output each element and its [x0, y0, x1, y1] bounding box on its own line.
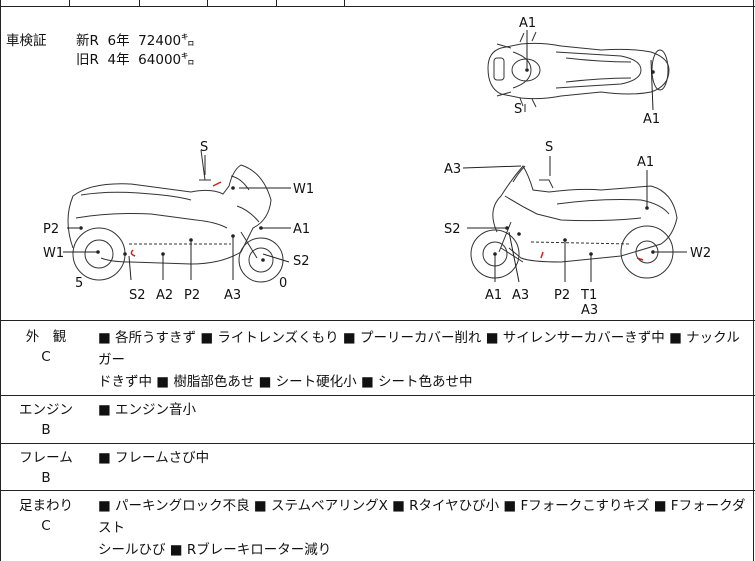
registration-row-new: 新R 6年 72400㌔ — [76, 29, 195, 49]
category-grade: B — [41, 422, 51, 438]
diagram-label: W1 — [43, 246, 64, 261]
diagram-label: A1 — [519, 16, 536, 31]
category-label: 足まわり — [19, 498, 73, 514]
section-exterior-category: 外 観 C — [1, 327, 91, 367]
section-frame-notes: ■ フレームさび中 — [98, 447, 748, 469]
registration-type: 新R — [76, 33, 99, 49]
diagram-label: S2 — [129, 288, 146, 303]
diagram-label: A1 — [485, 288, 502, 303]
notes-line: ドきず中 ■ 樹脂部色あせ ■ シート硬化小 ■ シート色あせ中 — [98, 374, 473, 390]
diagram-label: S2 — [293, 254, 310, 269]
top-cell-divider — [276, 0, 277, 6]
section-frame-category: フレーム B — [1, 448, 91, 488]
category-grade: C — [41, 518, 51, 534]
diagram-label: A3 — [581, 303, 598, 318]
scooter-right-view — [470, 165, 678, 279]
diagram-label: W2 — [690, 246, 711, 261]
notes-line: ■ フレームさび中 — [98, 450, 210, 466]
section-engine-notes: ■ エンジン音小 — [98, 399, 748, 421]
category-grade: B — [41, 470, 51, 486]
category-label: フレーム — [19, 450, 73, 466]
registration-years: 6年 — [107, 33, 130, 49]
notes-line: ■ エンジン音小 — [98, 402, 197, 418]
section-suspension-category: 足まわり C — [1, 496, 91, 536]
scooter-top-view — [487, 31, 670, 108]
diagram-label: S — [200, 140, 208, 155]
category-label: 外 観 — [25, 329, 67, 345]
registration-type: 旧R — [76, 52, 99, 68]
scooter-left-view — [67, 149, 284, 283]
section-divider — [1, 443, 755, 444]
notes-line: ■ パーキングロック不良 ■ ステムベアリングX ■ Rタイヤひび小 ■ Fフォ… — [98, 498, 746, 536]
section-divider — [1, 395, 755, 396]
diagram-label: S2 — [444, 222, 461, 237]
registration-years: 4年 — [107, 52, 130, 68]
diagram-label: A1 — [293, 222, 310, 237]
diagram-label: A3 — [224, 288, 241, 303]
section-exterior-notes: ■ 各所うすきず ■ ライトレンズくもり ■ プーリーカバー削れ ■ サイレンサ… — [98, 327, 748, 393]
section-engine-category: エンジン B — [1, 400, 91, 440]
top-divider — [1, 6, 755, 7]
diagram-label: A3 — [512, 288, 529, 303]
section-divider — [1, 320, 755, 321]
top-cell-divider — [344, 0, 345, 6]
category-label: エンジン — [19, 402, 73, 418]
category-grade: C — [41, 349, 51, 365]
diagram-label: P2 — [184, 288, 200, 303]
diagram-label: 0 — [279, 276, 287, 291]
diagram-label: A1 — [637, 155, 654, 170]
diagram-label: W1 — [293, 182, 314, 197]
scooter-damage-diagram: A1 S A1 S W1 A1 P2 W1 S2 5 S2 A2 P2 A3 0… — [43, 16, 711, 318]
section-divider — [1, 490, 755, 491]
top-cell-divider — [69, 0, 70, 6]
diagram-label: 5 — [75, 276, 83, 291]
diagram-label: A2 — [156, 288, 173, 303]
diagram-label: A1 — [643, 112, 660, 127]
leader-lines — [63, 30, 687, 283]
notes-line: ■ 各所うすきず ■ ライトレンズくもり ■ プーリーカバー削れ ■ サイレンサ… — [98, 330, 740, 368]
diagram-label: P2 — [554, 288, 570, 303]
notes-line: シールひび ■ Rブレーキローター減り — [98, 542, 332, 558]
top-cell-divider — [139, 0, 140, 6]
diagram-label: P2 — [43, 222, 59, 237]
diagram-label: S — [514, 102, 522, 117]
diagram-label: T1 — [580, 288, 597, 303]
diagram-label: S — [545, 140, 553, 155]
top-cell-divider — [207, 0, 208, 6]
diagram-label: A3 — [444, 162, 461, 177]
registration-label: 車検証 — [6, 33, 47, 49]
damage-marks — [130, 181, 644, 261]
registration-distance: 72400㌔ — [138, 33, 195, 49]
registration-distance: 64000㌔ — [138, 52, 195, 68]
section-suspension-notes: ■ パーキングロック不良 ■ ステムベアリングX ■ Rタイヤひび小 ■ Fフォ… — [98, 495, 748, 561]
marker-dots — [79, 68, 655, 262]
registration-row-old: 旧R 4年 64000㌔ — [76, 48, 195, 68]
